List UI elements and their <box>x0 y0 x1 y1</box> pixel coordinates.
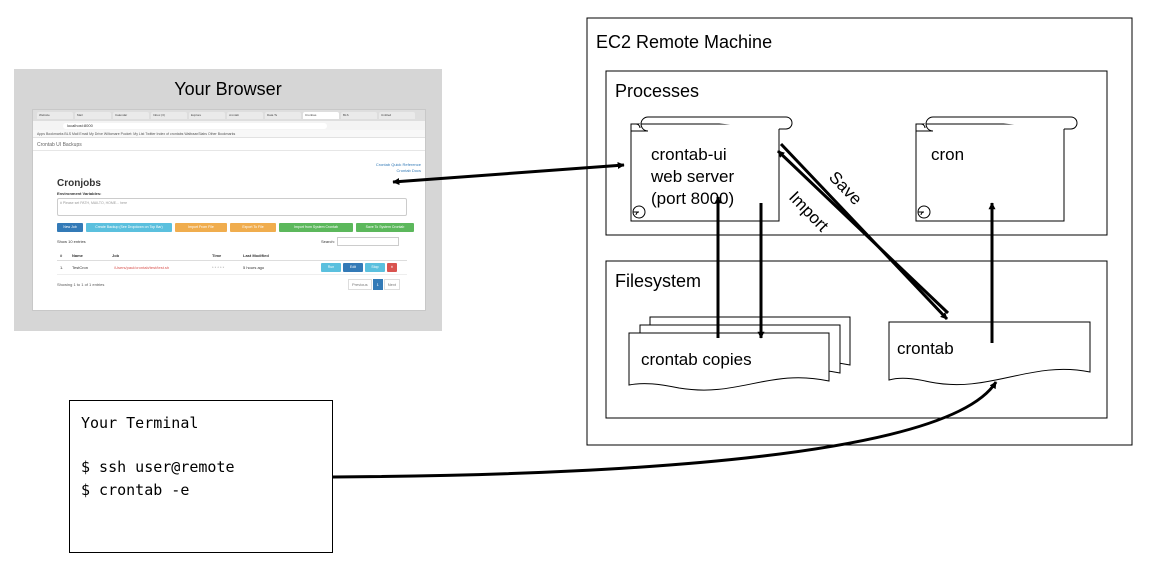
ec2-title: EC2 Remote Machine <box>596 32 772 52</box>
show-entries: Show 10 entries <box>57 239 86 244</box>
processes-title: Processes <box>615 81 699 101</box>
current-page: 1 <box>372 279 383 290</box>
table-row: 1. TestCron /Users/paul/crontab/test/tes… <box>57 262 407 275</box>
app-nav: Crontab UI Backups <box>33 139 425 151</box>
action-button: Export To File <box>230 223 276 232</box>
terminal-box: Your Terminal $ ssh user@remote $ cronta… <box>69 400 333 553</box>
browser-tab: Untitled <box>379 112 415 119</box>
terminal-to-crontab-arrow <box>332 381 998 479</box>
url-field: localhost:8000 <box>63 122 327 129</box>
cronjobs-heading: Cronjobs <box>57 178 101 189</box>
browser-tab: Inbox (3) <box>151 112 187 119</box>
browser-tab: crontab <box>227 112 263 119</box>
cron-scroll-shape <box>915 116 1078 222</box>
showing-entries: Showing 1 to 1 of 1 entries <box>57 282 105 287</box>
col-name: Name <box>72 253 83 258</box>
browser-label: Your Browser <box>174 79 282 99</box>
search-label: Search: <box>321 239 335 244</box>
crontab-file-shape <box>888 321 1091 386</box>
pagination: Previous 1 Next <box>348 279 401 290</box>
save-arrow <box>779 142 949 321</box>
env-textarea: # Please set PATH, MAILTO, HOME... here <box>57 198 407 216</box>
crontab-label: crontab <box>897 339 954 358</box>
col-time: Time <box>212 253 222 258</box>
row-name: TestCron <box>72 265 89 270</box>
browser-tab: Website <box>37 112 73 119</box>
browser-webserver-arrow <box>392 161 625 186</box>
search-box <box>337 237 399 246</box>
next-page: Next <box>383 279 401 290</box>
table-header: # Name Job Time Last Modified <box>57 252 407 261</box>
terminal-line-crontab: $ crontab -e <box>81 481 190 499</box>
browser-tab: Explore <box>189 112 225 119</box>
action-button: Save To System Crontab <box>356 223 414 232</box>
row-job: /Users/paul/crontab/test/test.sh <box>114 265 170 270</box>
env-label: Environment Variables: <box>57 191 102 196</box>
action-button: Import From File <box>175 223 227 232</box>
row-time: * * * * * <box>212 265 225 270</box>
browser-tab: Cronbas <box>303 112 339 119</box>
webserver-line-3: (port 8000) <box>651 189 734 208</box>
ec2-machine-box <box>586 17 1133 446</box>
webserver-line-2: web server <box>650 167 734 186</box>
col-job: Job <box>112 253 120 258</box>
delete-icon: ✕ <box>387 263 397 272</box>
terminal-line-ssh: $ ssh user@remote <box>81 458 235 476</box>
action-button: New Job <box>57 223 83 232</box>
row-num: 1. <box>60 265 64 270</box>
action-button: Create Backup (See Dropdown on Top Bar) <box>86 223 172 232</box>
crontab-ui-scroll-shape <box>630 116 793 222</box>
browser-tab: Mail <box>75 112 111 119</box>
edit-button: Edit <box>343 263 363 272</box>
cron-label: cron <box>931 145 964 164</box>
col-num: # <box>60 253 63 258</box>
browser-tab: BLS <box>341 112 377 119</box>
terminal-title: Your Terminal <box>81 414 199 432</box>
bookmarks-bar: Apps Bookmarks BLS Mail Email My Drive W… <box>33 130 425 138</box>
action-button: Import from System Crontab <box>279 223 353 232</box>
browser-tab: Data Ts <box>265 112 301 119</box>
processes-box <box>605 70 1108 236</box>
stop-button: Stop <box>365 263 385 272</box>
filesystem-box <box>605 260 1108 419</box>
previous-page: Previous <box>348 279 372 290</box>
browser-tab: Calendar <box>113 112 149 119</box>
col-modified: Last Modified <box>243 253 269 258</box>
run-button: Run <box>321 263 341 272</box>
webserver-line-1: crontab-ui <box>651 145 727 164</box>
crontab-copies-shape <box>628 316 851 391</box>
row-modified: 5 hours ago <box>243 265 265 270</box>
copies-label: crontab copies <box>641 350 752 369</box>
filesystem-title: Filesystem <box>615 271 701 291</box>
